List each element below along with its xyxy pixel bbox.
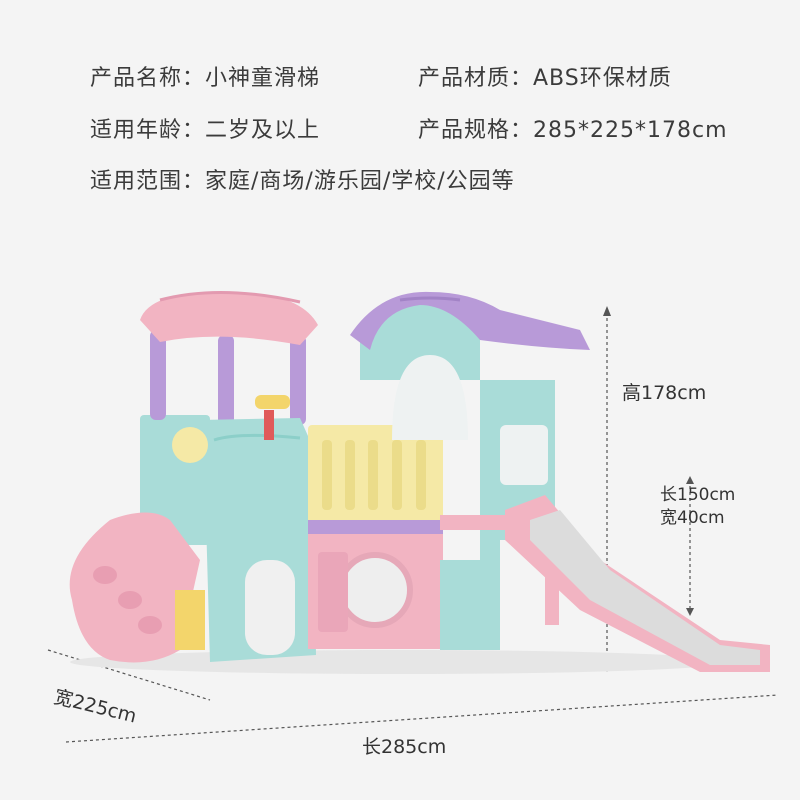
middle-section	[308, 425, 443, 649]
slide	[505, 495, 770, 672]
dimension-slide-width: 宽40cm	[660, 508, 725, 528]
dimension-length: 长285cm	[362, 736, 447, 758]
left-tower	[140, 291, 318, 662]
dimension-height: 高178cm	[622, 382, 707, 404]
climbing-ladder	[69, 512, 205, 663]
right-tower	[350, 291, 590, 650]
spec-material: 产品材质：ABS环保材质	[418, 66, 672, 91]
spec-age: 适用年龄：二岁及以上	[90, 118, 321, 143]
spec-name: 产品名称：小神童滑梯	[90, 66, 321, 91]
dimension-slide-length: 长150cm	[660, 485, 736, 505]
spec-scope: 适用范围：家庭/商场/游乐园/学校/公园等	[90, 169, 515, 194]
spec-size: 产品规格：285*225*178cm	[418, 118, 728, 143]
